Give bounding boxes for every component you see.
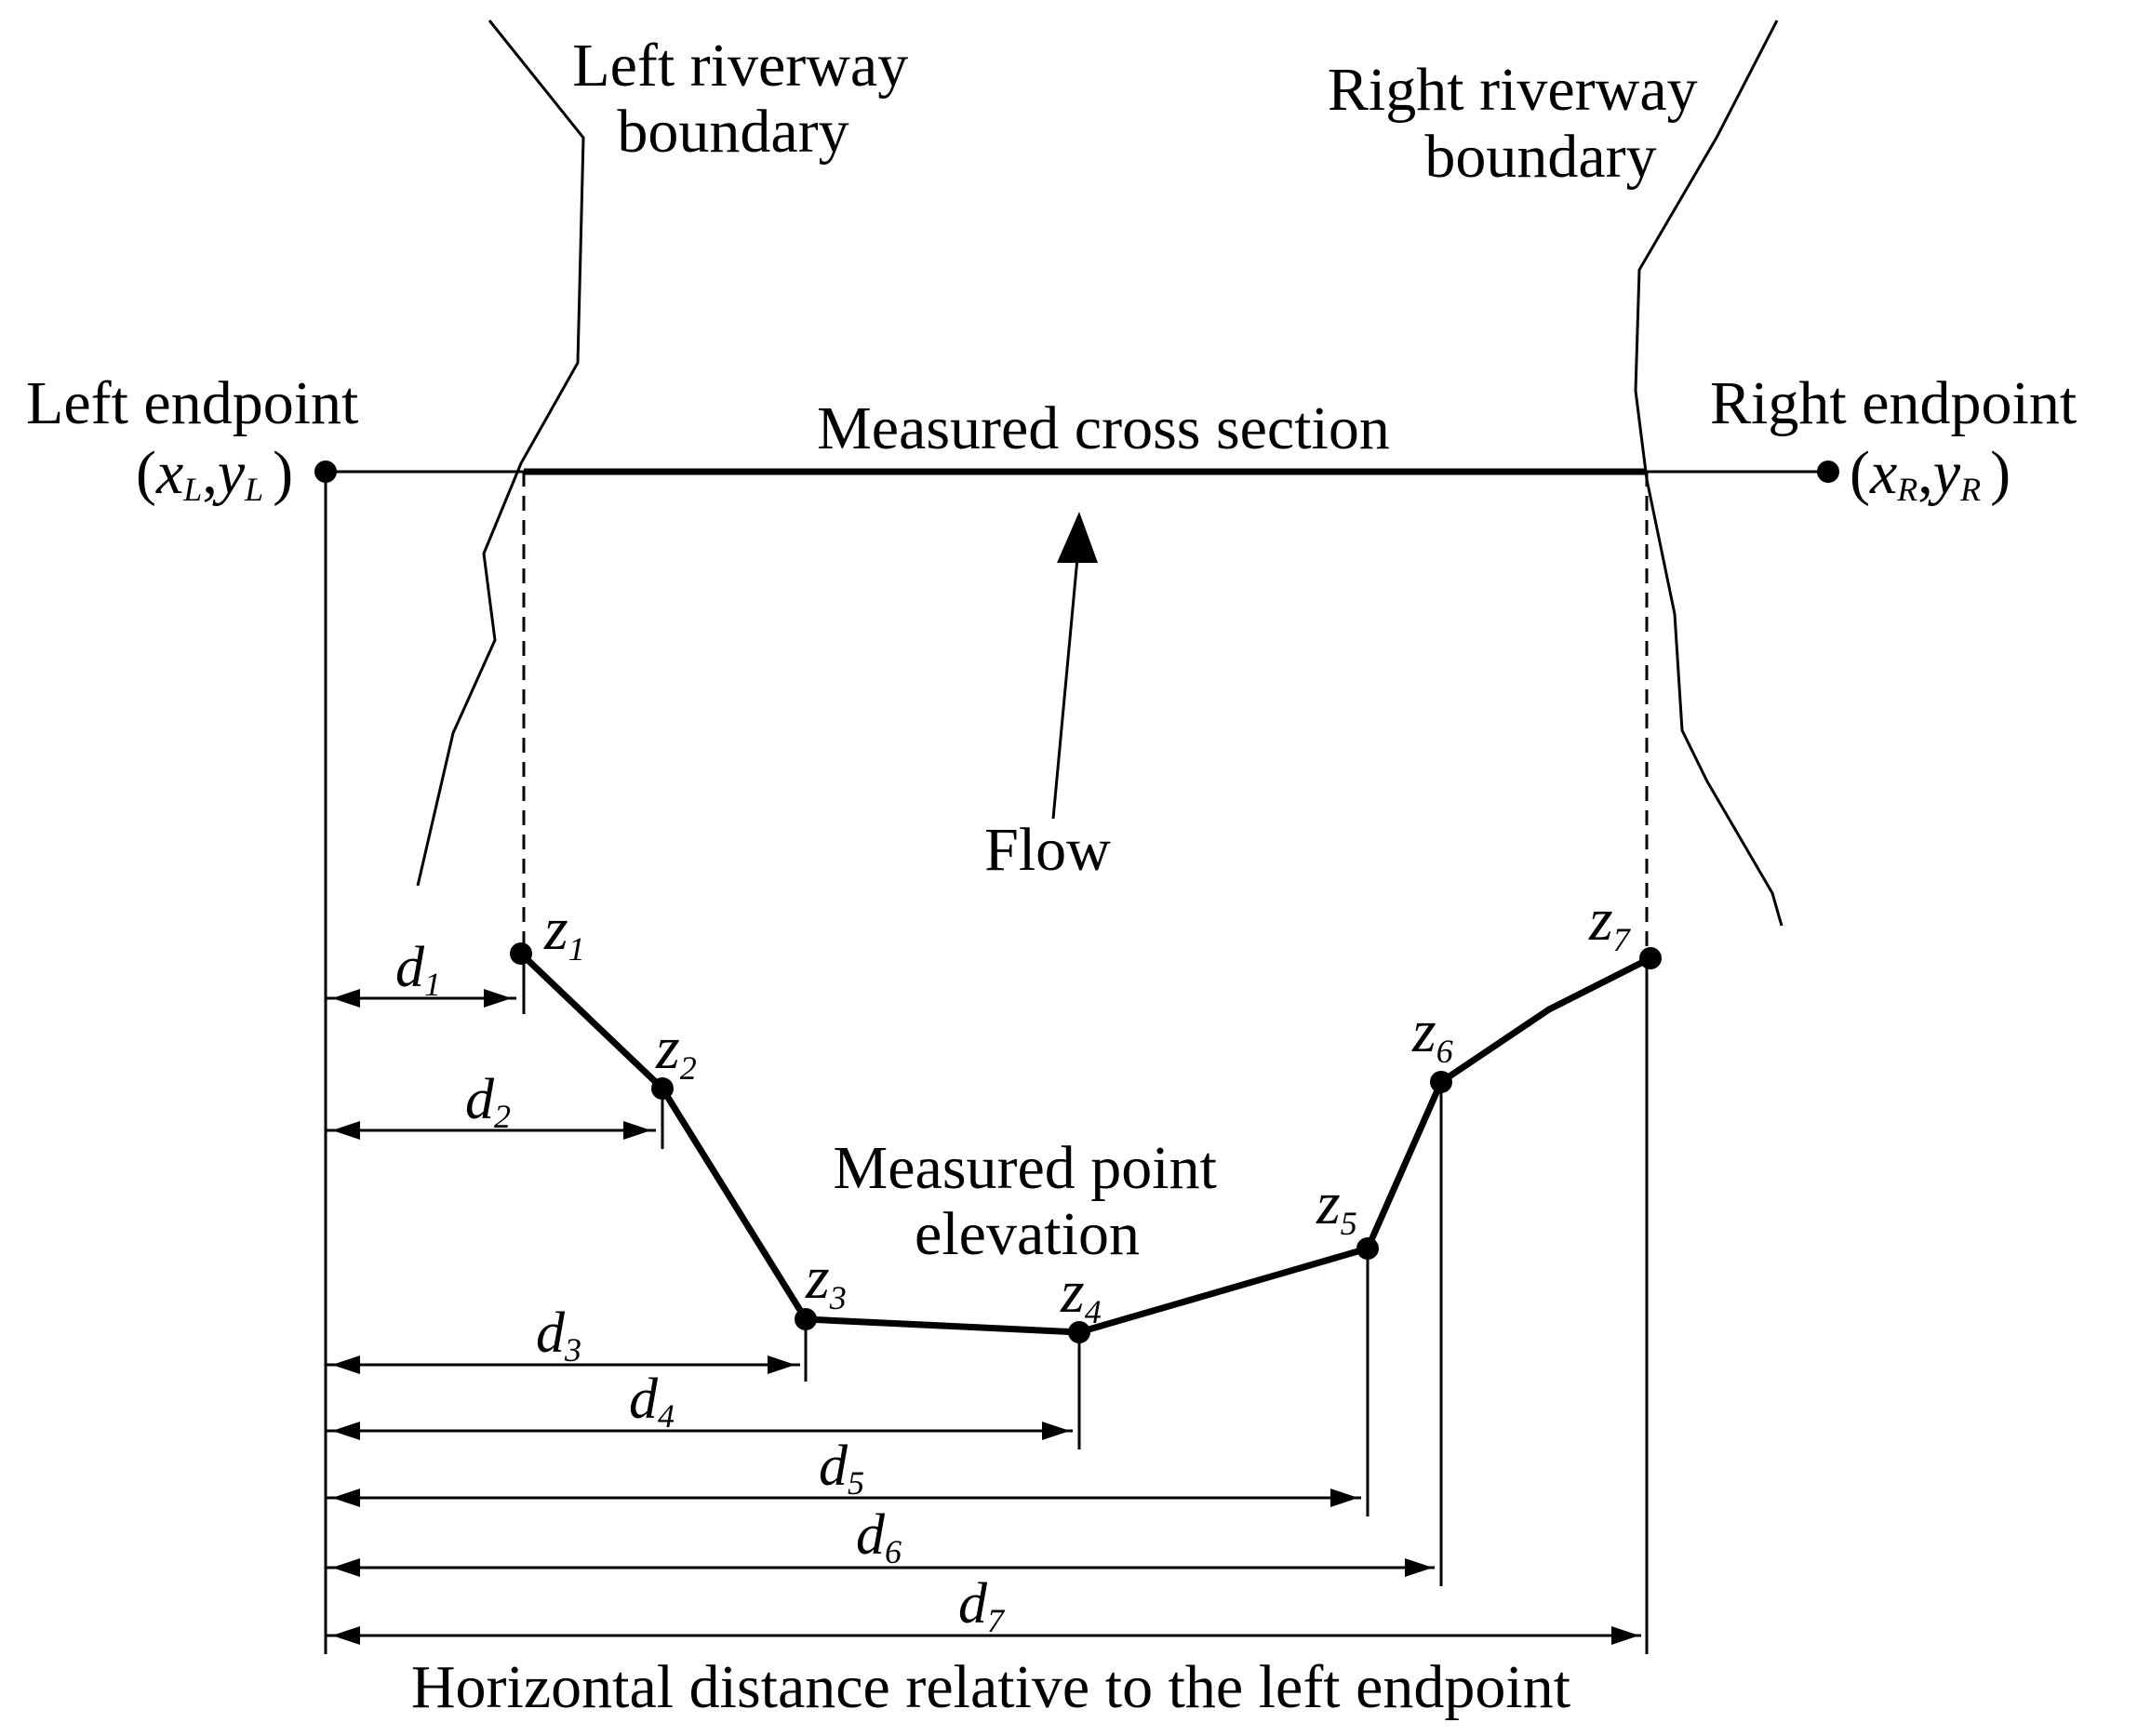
point-label-z4: z4	[1060, 1258, 1102, 1330]
elevation-label-line2: elevation	[915, 1200, 1140, 1268]
right-endpoint-marker	[1817, 461, 1839, 483]
bed-profile-line	[518, 951, 1652, 1336]
dimension-line-4	[326, 1422, 1073, 1440]
distance-label-d5: d5	[819, 1435, 864, 1502]
dimension-line-6	[326, 1558, 1435, 1577]
left-coord-comma: ,	[202, 439, 218, 507]
elevation-label-line1: Measured point	[834, 1134, 1217, 1202]
measured-point-5	[1356, 1237, 1379, 1260]
distance-label-d1: d1	[395, 936, 441, 1003]
right-boundary-label-line1: Right riverway	[1328, 56, 1698, 124]
left-boundary-label-line2: boundary	[617, 98, 848, 166]
horizontal-distance-label: Horizontal distance relative to the left…	[411, 1653, 1570, 1721]
left-endpoint-label: Left endpoint	[26, 369, 358, 437]
left-boundary-label-line1: Left riverway	[572, 32, 908, 100]
distance-label-d2: d2	[465, 1068, 511, 1135]
right-boundary-label: Right riverway boundary	[1328, 56, 1713, 191]
right-coord-comma: ,	[1917, 439, 1933, 507]
point-label-z1: z1	[543, 895, 585, 968]
left-riverway-boundary-line	[416, 20, 585, 887]
measured-point-6	[1430, 1071, 1452, 1093]
right-coord-close: )	[1990, 439, 2011, 507]
right-endpoint-label: Right endpoint	[1710, 369, 2077, 437]
left-boundary-label: Left riverway boundary	[572, 32, 923, 166]
right-boundary-label-line2: boundary	[1424, 123, 1656, 191]
left-endpoint-coordinates: (xL,yL)	[136, 439, 293, 508]
dimension-line-1	[326, 989, 516, 1008]
elevation-label: Measured point elevation	[834, 1134, 1233, 1268]
point-label-z6: z6	[1411, 997, 1453, 1070]
point-label-z5: z5	[1316, 1169, 1357, 1242]
dimension-line-2	[326, 1121, 656, 1140]
flow-arrow-head	[1057, 512, 1098, 563]
measured-point-3	[795, 1308, 817, 1330]
cross-section-label: Measured cross section	[817, 394, 1390, 462]
right-coord-x-sub: R	[1896, 471, 1917, 508]
distance-label-d3: d3	[536, 1302, 581, 1369]
measured-point-1	[510, 942, 532, 965]
dimension-line-7	[326, 1626, 1641, 1645]
left-coord-x-sub: L	[182, 471, 202, 508]
left-coord-close: )	[273, 439, 293, 507]
flow-label: Flow	[984, 816, 1111, 884]
dimension-line-5	[326, 1489, 1361, 1507]
right-coord-open: (	[1850, 439, 1870, 507]
left-coord-x: x	[155, 439, 183, 507]
measured-point-4	[1068, 1321, 1090, 1343]
point-label-z7: z7	[1588, 886, 1632, 958]
right-endpoint-coordinates: (xR,yR)	[1850, 439, 2011, 508]
point-label-z2: z2	[655, 1014, 697, 1087]
right-riverway-boundary-line	[1634, 20, 1784, 927]
left-coord-y: y	[212, 439, 246, 507]
left-coord-y-sub: L	[244, 471, 263, 508]
left-coord-open: (	[136, 439, 156, 507]
right-coord-y-sub: R	[1959, 471, 1981, 508]
measured-point-7	[1639, 947, 1662, 969]
distance-label-d7: d7	[958, 1572, 1006, 1639]
measured-point-2	[651, 1077, 674, 1100]
dimension-line-3	[326, 1355, 800, 1374]
right-coord-x: x	[1869, 439, 1897, 507]
point-label-z3: z3	[805, 1244, 847, 1316]
right-coord-y: y	[1928, 439, 1961, 507]
distance-label-d4: d4	[629, 1368, 675, 1435]
flow-arrow-shaft	[1051, 557, 1079, 820]
distance-label-d6: d6	[856, 1503, 902, 1570]
